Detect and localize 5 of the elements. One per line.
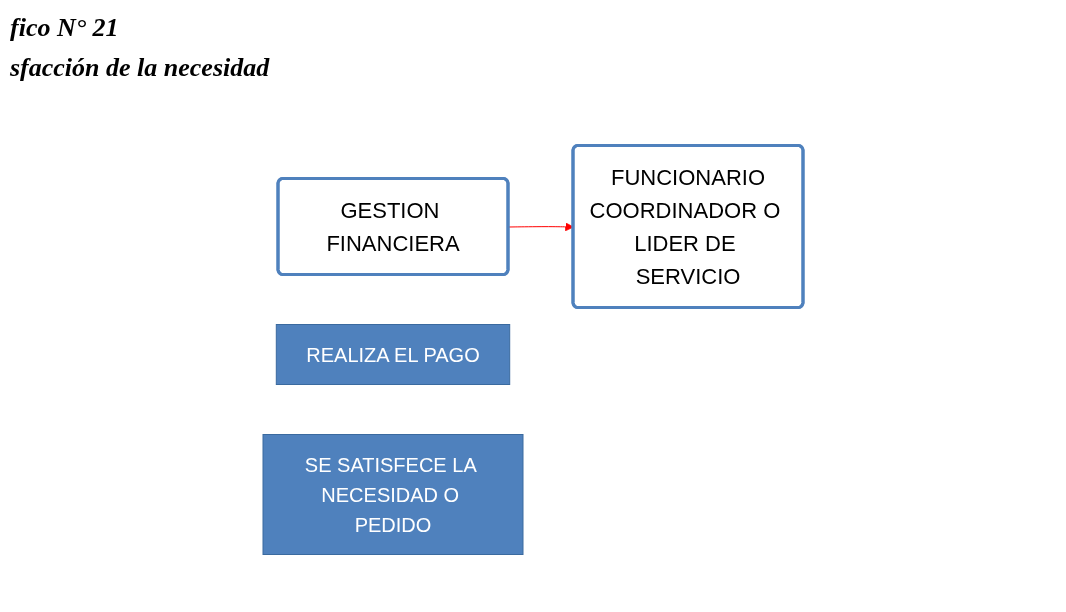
node-box: REALIZA EL PAGO (275, 324, 511, 385)
arrow (508, 222, 574, 232)
figure-subtitle: sfacción de la necesidad (10, 52, 270, 84)
figure-title: fico N° 21 (10, 12, 119, 44)
node-box: SE SATISFECE LA NECESIDAD O PEDIDO (262, 434, 524, 555)
